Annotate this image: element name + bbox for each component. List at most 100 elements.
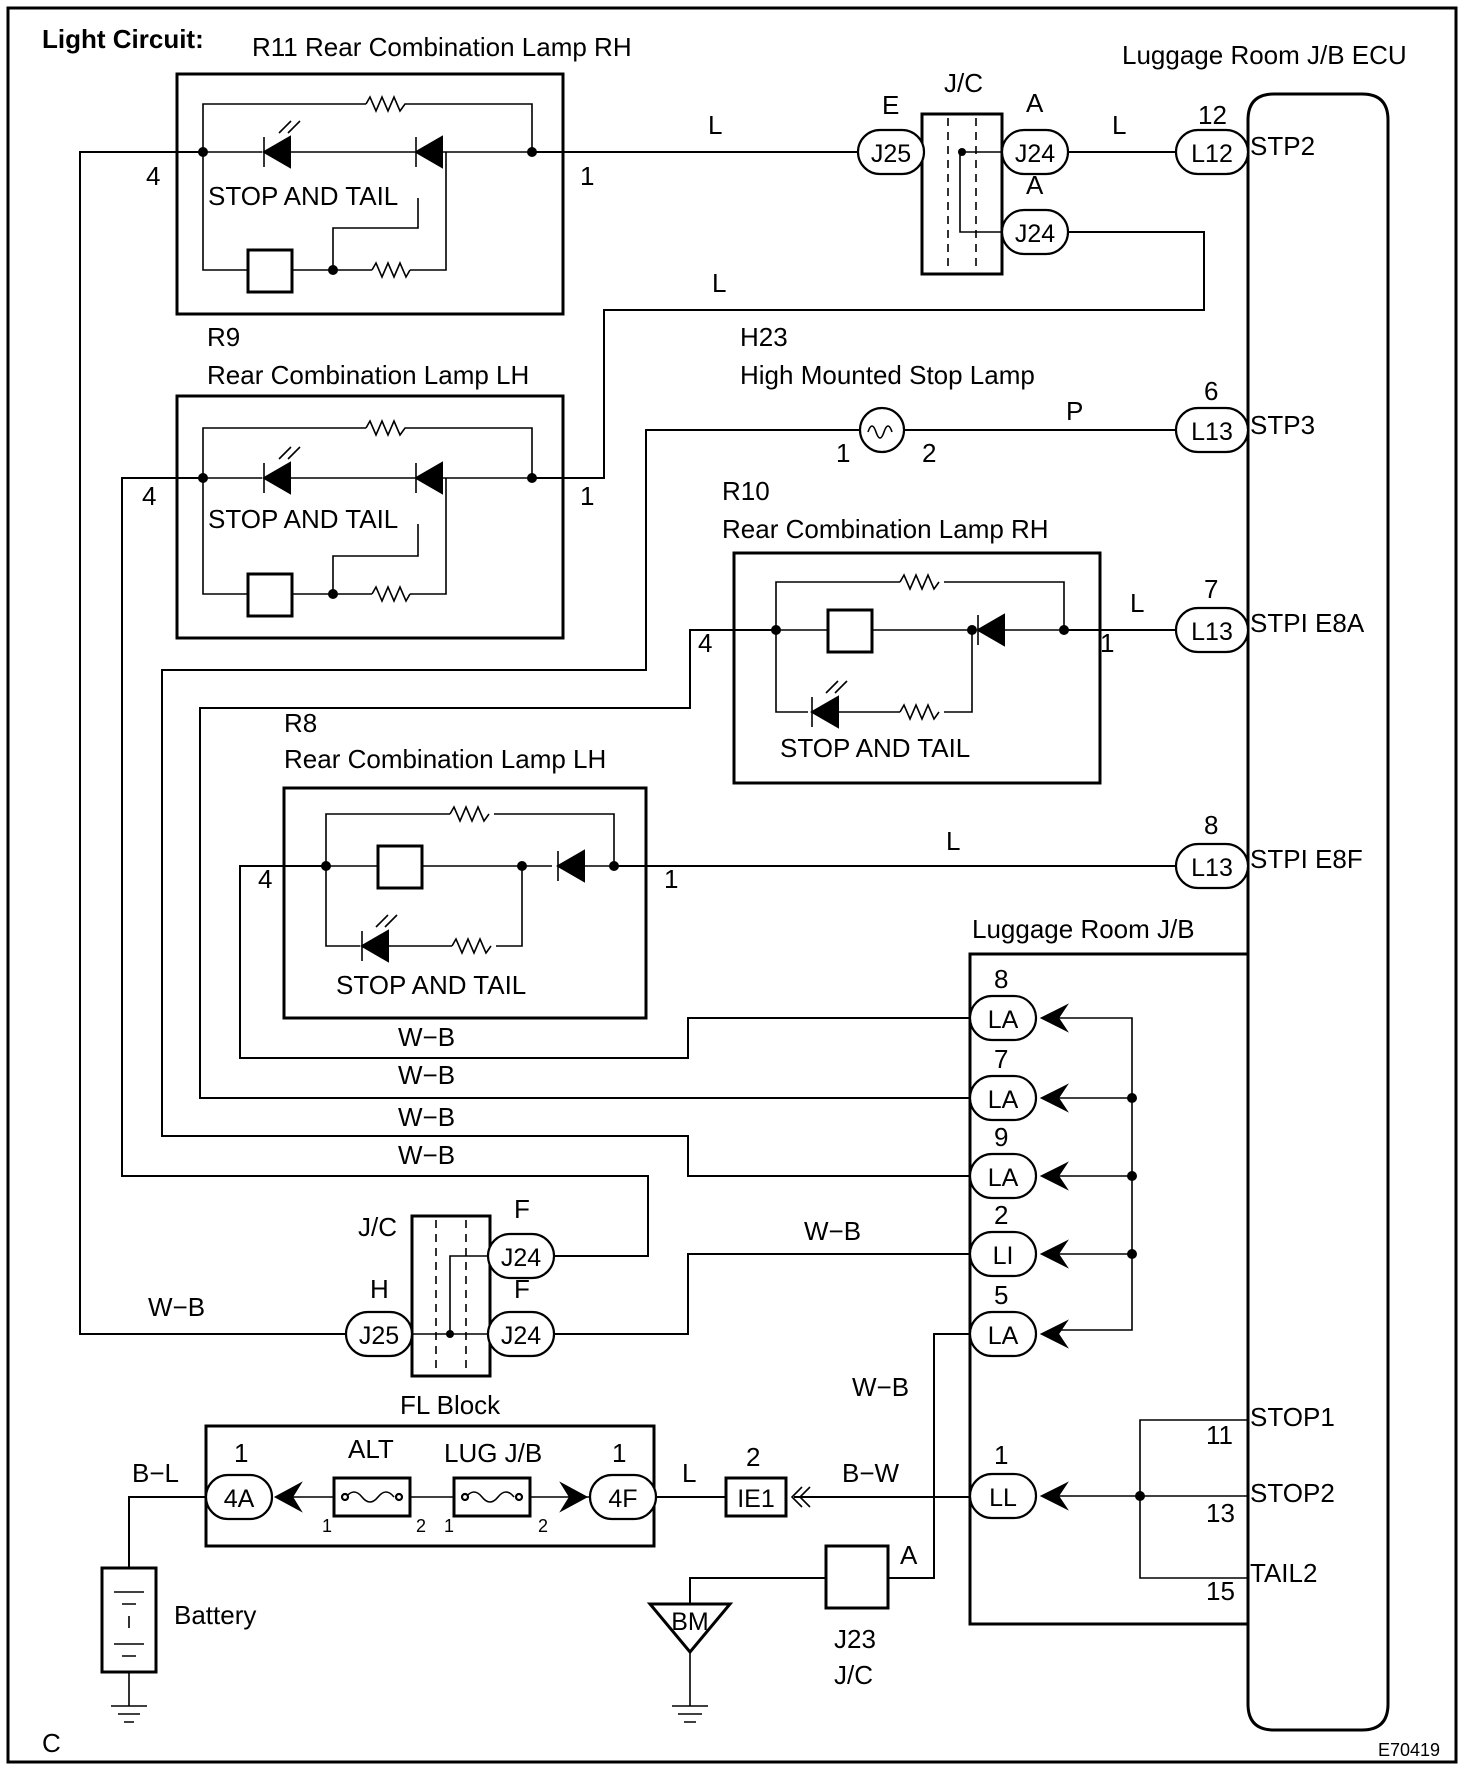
jc-bottom-body	[410, 1214, 492, 1378]
r11-bulb	[246, 248, 294, 294]
fuse-lug-jb-label: LUG J/B	[444, 1438, 542, 1468]
stop1-pin: 11	[1206, 1420, 1233, 1450]
conn-l13-e8f	[1174, 842, 1250, 890]
corner-label: C	[42, 1728, 61, 1758]
r11-label: R11 Rear Combination Lamp RH	[252, 32, 632, 62]
jb-label: Luggage Room J/B	[972, 914, 1195, 944]
r8-bulb	[376, 844, 424, 890]
conn-l13-stp3-label: L13	[1191, 418, 1233, 446]
r11-rear-combination-lamp-rh: R11 Rear Combination Lamp RH STOP AND TA…	[146, 32, 632, 316]
r8-bulb-label: STOP AND TAIL	[336, 970, 526, 1000]
jc-top-junction-connector: J/C	[920, 68, 1004, 276]
connectors: J25 E J24 A J24 A L12 12 L13 6 L13 7 L13…	[204, 88, 1250, 1521]
diagram-title: Light Circuit:	[42, 24, 204, 54]
terminal-stp3: STP3	[1250, 410, 1315, 440]
wire-label-wb-1: W−B	[398, 1022, 455, 1052]
jc-bottom-junction-connector: J/C	[358, 1212, 492, 1378]
diagram-frame	[6, 6, 1458, 1764]
conn-l13-e8a-label: L13	[1191, 618, 1233, 646]
r9-bulb-label: STOP AND TAIL	[208, 504, 398, 534]
j23-sub-label: J/C	[834, 1660, 873, 1690]
battery-label: Battery	[174, 1600, 256, 1630]
conn-ie1-pin: 2	[746, 1442, 760, 1472]
r10-name: Rear Combination Lamp RH	[722, 514, 1049, 544]
j23-junction-connector: J23 J/C A	[824, 1540, 918, 1690]
r10-id: R10	[722, 476, 770, 506]
conn-ie1	[724, 1476, 788, 1518]
conn-ie1-label: IE1	[737, 1485, 775, 1513]
conn-j24-top-b-letter: A	[1026, 170, 1044, 200]
fuse-alt-label: ALT	[348, 1434, 394, 1464]
r9-id: R9	[207, 322, 240, 352]
conn-j24-bottom-a	[486, 1232, 556, 1280]
r10-lamp-housing	[732, 551, 1102, 785]
conn-j24-top-a	[1000, 128, 1070, 176]
r10-pin-1: 1	[1100, 628, 1114, 658]
wires	[79, 151, 1205, 1604]
conn-j24-top-b-label: J24	[1015, 220, 1055, 248]
luggage-room-jb: Luggage Room J/B 11 13 15	[968, 914, 1248, 1626]
conn-la5-pin: 5	[994, 1280, 1008, 1310]
conn-l13-stp3	[1174, 406, 1250, 454]
r10-bulb-label: STOP AND TAIL	[780, 733, 970, 763]
conn-l13-e8f-label: L13	[1191, 854, 1233, 882]
r8-pin-4: 4	[258, 864, 272, 894]
conn-ll1-label: LL	[989, 1484, 1017, 1512]
conn-j24-bottom-b-label: J24	[501, 1322, 541, 1350]
fuse-alt-pin-out: 2	[416, 1516, 426, 1536]
conn-j25-bottom	[344, 1310, 414, 1358]
r11-bulb-label: STOP AND TAIL	[208, 181, 398, 211]
ecu-label: Luggage Room J/B ECU	[1122, 40, 1407, 70]
conn-li2-label: LI	[993, 1242, 1014, 1270]
h23-high-mounted-stop-lamp: H23 High Mounted Stop Lamp 1 2	[740, 322, 1035, 468]
conn-la8-label: LA	[988, 1006, 1019, 1034]
wire-label-wb-2: W−B	[398, 1060, 455, 1090]
conn-la7-label: LA	[988, 1086, 1019, 1114]
r9-bulb	[246, 572, 294, 618]
conn-j25-bottom-label: J25	[359, 1322, 399, 1350]
conn-j25-bottom-letter: H	[370, 1274, 389, 1304]
conn-j24-bottom-b	[486, 1310, 556, 1358]
jb-connector-la9: LA 9	[968, 1122, 1069, 1200]
r9-pin-4: 4	[142, 481, 156, 511]
r10-rear-combination-lamp-rh: R10 Rear Combination Lamp RH STOP AND TA…	[698, 476, 1114, 785]
wire-label-wb-5: W−B	[804, 1216, 861, 1246]
jb-connector-ll1: LL 1	[968, 1440, 1069, 1520]
wire-label-wb-3: W−B	[398, 1102, 455, 1132]
conn-ll1-pin: 1	[994, 1440, 1008, 1470]
conn-la9-label: LA	[988, 1164, 1019, 1192]
wire-color-labels: L L L P L L W−B W−B W−B W−B W−B W−B W−B …	[132, 110, 1144, 1488]
conn-l13-stp3-pin: 6	[1204, 376, 1218, 406]
wire-label-l-1: L	[708, 110, 722, 140]
r10-pin-4: 4	[698, 628, 712, 658]
r8-name: Rear Combination Lamp LH	[284, 744, 606, 774]
conn-la8-pin: 8	[994, 964, 1008, 994]
r11-lamp-housing	[175, 72, 565, 316]
terminal-stp2: STP2	[1250, 131, 1315, 161]
conn-4a-pin: 1	[234, 1438, 248, 1468]
battery: Battery	[100, 1566, 256, 1723]
conn-j24-bottom-b-letter: F	[514, 1274, 530, 1304]
wire-label-wb-7: W−B	[852, 1372, 909, 1402]
wire-label-l-5: L	[946, 826, 960, 856]
conn-l13-e8a-pin: 7	[1204, 574, 1218, 604]
conn-4f-label: 4F	[608, 1485, 637, 1513]
r9-name: Rear Combination Lamp LH	[207, 360, 529, 390]
conn-4f-pin: 1	[612, 1438, 626, 1468]
conn-la9-pin: 9	[994, 1122, 1008, 1152]
h23-id: H23	[740, 322, 788, 352]
wire-label-l-6: L	[682, 1458, 696, 1488]
conn-l12	[1174, 128, 1250, 176]
luggage-room-jb-ecu: Luggage Room J/B ECU STP2 STP3 STPI E8A …	[1122, 40, 1407, 1732]
stop2-pin: 13	[1206, 1498, 1235, 1528]
wire-label-bw: B−W	[842, 1458, 900, 1488]
jc-top-body	[920, 112, 1004, 276]
conn-j25-top-label: J25	[871, 140, 911, 168]
conn-j24-bottom-a-label: J24	[501, 1244, 541, 1272]
jc-bottom-label: J/C	[358, 1212, 397, 1242]
conn-la5-label: LA	[988, 1322, 1019, 1350]
conn-l12-label: L12	[1191, 140, 1233, 168]
jb-connector-li2: LI 2	[968, 1200, 1069, 1278]
